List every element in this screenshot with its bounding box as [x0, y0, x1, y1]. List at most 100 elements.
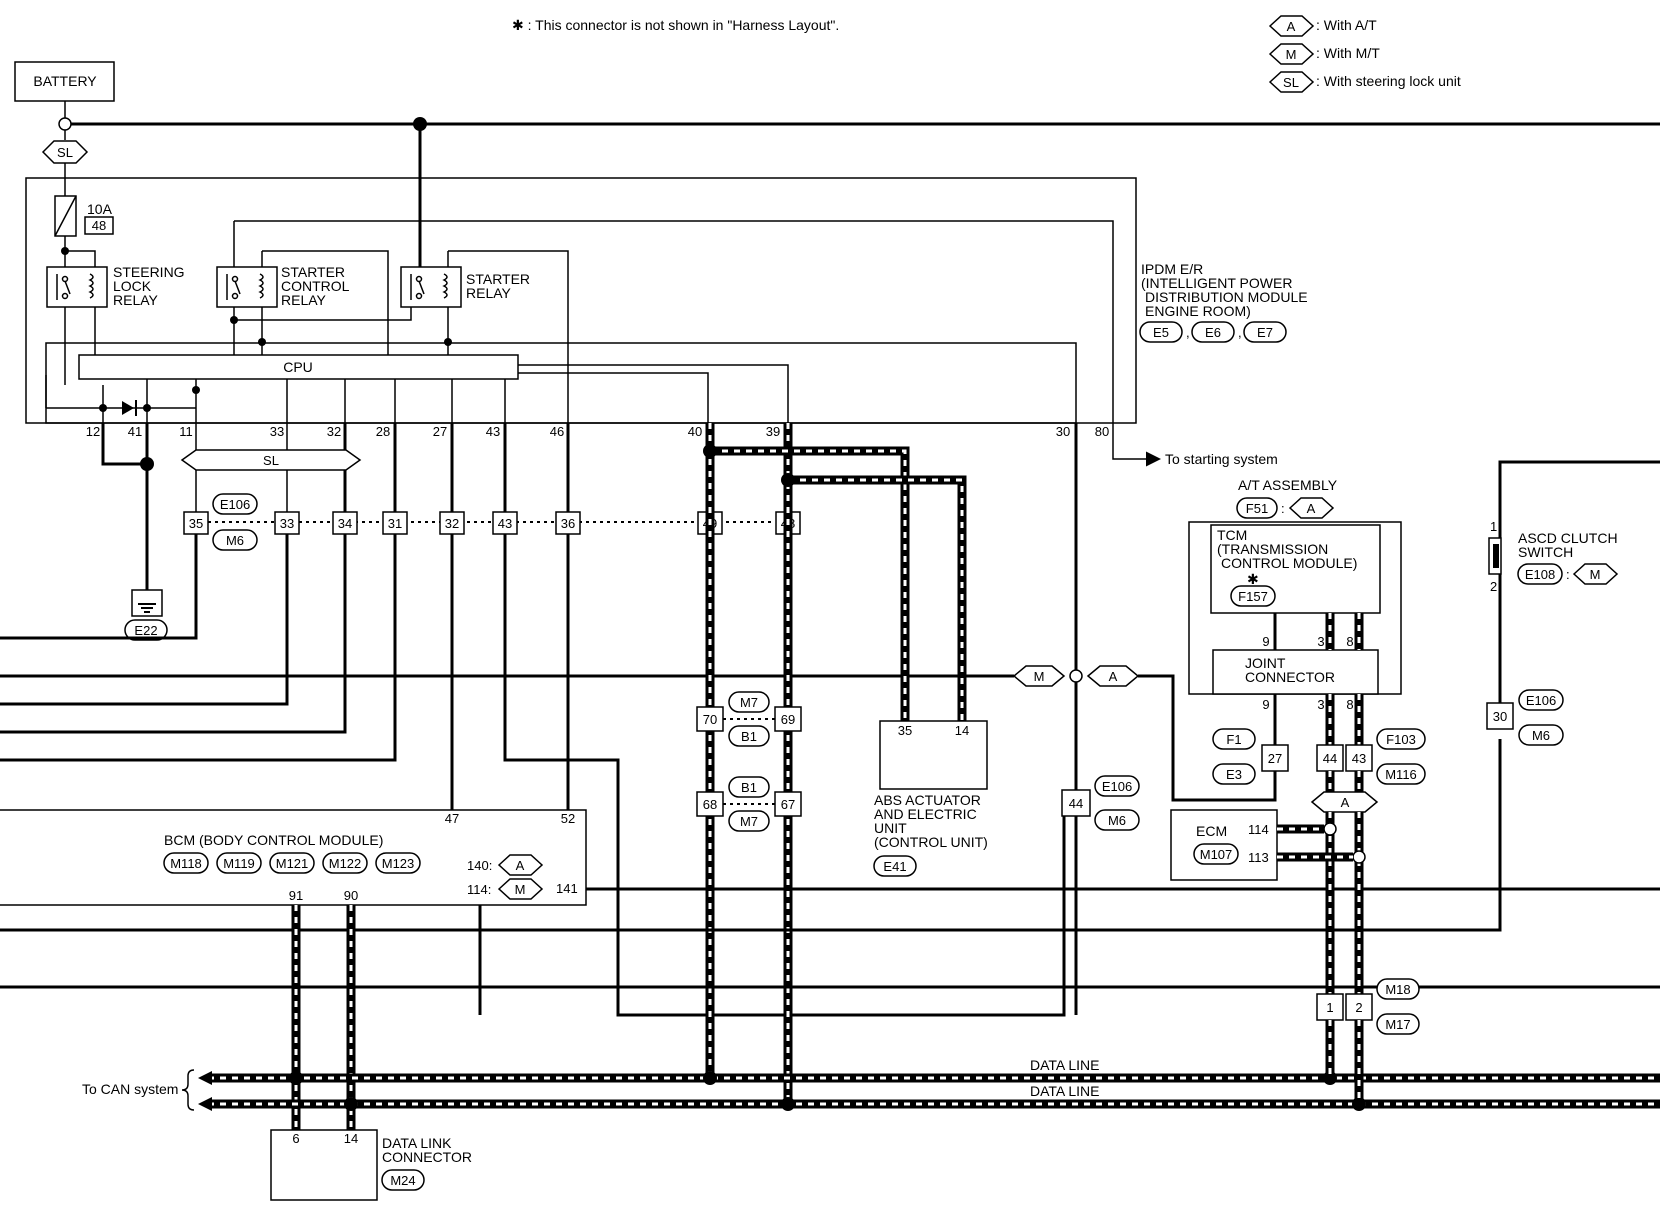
connector-m123-label: M123: [382, 856, 415, 871]
abs-title: ABS ACTUATOR: [874, 792, 981, 808]
starter-relay: [400, 266, 462, 308]
connector-e5: [1139, 321, 1183, 343]
connector-f157-label: F157: [1238, 589, 1268, 604]
joint-pin-9: 9: [1262, 697, 1269, 712]
to-starting-arrow: [1112, 423, 1161, 467]
cpu-box: [78, 354, 519, 380]
joint-connector-title: JOINT: [1245, 655, 1286, 671]
connector-e3-label: E3: [1226, 767, 1242, 782]
fuse-number-box: [84, 216, 114, 235]
joint-connector-box: [1212, 649, 1379, 695]
tcm-star: ✱: [1247, 571, 1259, 587]
joint-pin-8: 8: [1346, 697, 1353, 712]
bcm-pin-90: 90: [344, 888, 358, 903]
connector-m116: [1376, 763, 1426, 785]
m7-pin-70-label: 70: [703, 712, 717, 727]
ecm-pin-114: 114: [1248, 822, 1269, 837]
to-can-label: To CAN system: [82, 1081, 178, 1097]
bcm-title: BCM (BODY CONTROL MODULE): [164, 832, 383, 848]
e106-pin-32-label: 32: [445, 516, 459, 531]
data-link-title: DATA LINK: [382, 1135, 452, 1151]
abs-actuator-box: [879, 720, 988, 790]
data-link-title-2: CONNECTOR: [382, 1149, 472, 1165]
connector-m121-label: M121: [276, 856, 309, 871]
connector-e7-label: E7: [1257, 325, 1273, 340]
connector-m118: [163, 852, 209, 874]
bcm-140-option-label: A: [516, 858, 525, 873]
connector-e22: [124, 619, 168, 641]
e106-pin-36-label: 36: [561, 516, 575, 531]
tcm-pin-3: 3: [1317, 634, 1324, 649]
connector-m7-b-label: M7: [740, 814, 758, 829]
ipdm-title-4: ENGINE ROOM): [1145, 303, 1251, 319]
f103-pin-43-label: 43: [1352, 751, 1366, 766]
data-line-1-label: DATA LINE: [1030, 1057, 1100, 1073]
ipdm-pin-12: 12: [86, 424, 100, 439]
tcm-title-2: (TRANSMISSION: [1217, 541, 1328, 557]
bcm-pin-114-label: 114:: [467, 882, 491, 897]
connector-e108: [1517, 563, 1563, 585]
ipdm-connector-separator-2: ,: [1238, 325, 1242, 340]
at-option-a-label: A: [1307, 501, 1316, 516]
connector-m6: [212, 529, 258, 551]
ascd-switch-contact: [1493, 544, 1499, 568]
ipdm-pin-43: 43: [486, 424, 500, 439]
legend-m-code: M: [1286, 47, 1297, 62]
e106-pin-43-label: 43: [498, 516, 512, 531]
f1-pin-27: [1261, 744, 1289, 772]
bcm-pin-47: 47: [445, 811, 459, 826]
sl-option-label: SL: [57, 145, 73, 160]
tcm-title-3: CONTROL MODULE): [1221, 555, 1357, 571]
e106-pin-31-label: 31: [388, 516, 402, 531]
ascd-pin-2: 2: [1490, 579, 1497, 594]
b1-pin-67-label: 67: [781, 797, 795, 812]
cpu-label: CPU: [283, 359, 313, 375]
ipdm-title-2: (INTELLIGENT POWER: [1141, 275, 1292, 291]
ipdm-pin-39: 39: [766, 424, 780, 439]
connector-note: ✱ : This connector is not shown in "Harn…: [512, 17, 839, 33]
bcm-pin-91: 91: [289, 888, 303, 903]
starter-control-relay-label-3: RELAY: [281, 292, 327, 308]
connector-f51-label: F51: [1246, 501, 1268, 516]
abs-title-2: AND ELECTRIC: [874, 806, 977, 822]
data-line-2-label: DATA LINE: [1030, 1083, 1100, 1099]
ascd-option-m-label: M: [1590, 567, 1601, 582]
starter-relay-label-2: RELAY: [466, 285, 512, 301]
connector-e108-label: E108: [1525, 567, 1555, 582]
e106-pin-34-label: 34: [338, 516, 352, 531]
a-option-label: A: [1109, 669, 1118, 684]
steering-relay-label: STEERING: [113, 264, 185, 280]
e106-pin-30-label: 30: [1493, 709, 1507, 724]
ipdm-title-3: DISTRIBUTION MODULE: [1145, 289, 1308, 305]
connector-e3: [1212, 763, 1256, 785]
connector-m107-label: M107: [1200, 847, 1233, 862]
connector-b1-a-label: B1: [741, 729, 757, 744]
connector-b1-b: [728, 776, 770, 798]
m-option-badge: [1012, 665, 1066, 687]
connector-m122-label: M122: [329, 856, 362, 871]
connector-e41: [873, 855, 917, 877]
ipdm-pin-33: 33: [270, 424, 284, 439]
m18-pin-1-label: 1: [1326, 1000, 1333, 1015]
ipdm-pin-80: 80: [1095, 424, 1109, 439]
connector-b1-b-label: B1: [741, 780, 757, 795]
connector-m18: [1376, 978, 1420, 1000]
connector-m24: [381, 1169, 425, 1191]
steering-lock-relay: [46, 266, 108, 308]
sl-bar-label: SL: [263, 453, 279, 468]
legend-sl-text: : With steering lock unit: [1316, 73, 1461, 89]
connector-e22-label: E22: [134, 623, 157, 638]
battery-terminal: [58, 117, 72, 131]
fuse-rating: 10A: [87, 201, 113, 217]
connector-f51: [1236, 497, 1278, 519]
can-arrow-2: [198, 1097, 212, 1111]
abs-pin-14: 14: [955, 723, 969, 738]
bcm-connectors: M118 M119 M121 M122 M123: [163, 852, 421, 874]
b1-pin-68: [696, 791, 724, 817]
m-option-label: M: [1034, 669, 1045, 684]
connector-m6-b: [1094, 809, 1140, 831]
connector-f1-label: F1: [1226, 732, 1241, 747]
legend-a-text: : With A/T: [1316, 17, 1377, 33]
connector-f157: [1230, 585, 1276, 607]
ipdm-title: IPDM E/R: [1141, 261, 1203, 277]
